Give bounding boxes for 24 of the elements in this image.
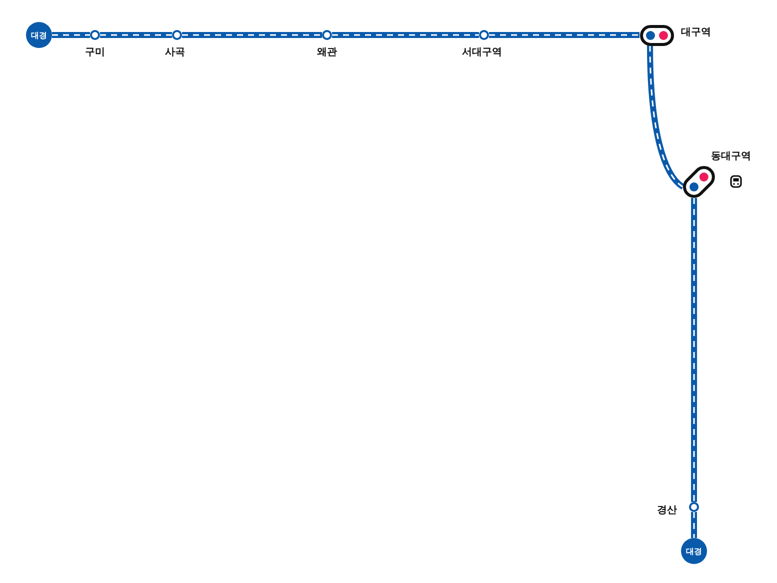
terminus-circle: 대경 xyxy=(26,22,52,48)
station-name: 서대구역 xyxy=(462,47,502,59)
station-name: 대구역 xyxy=(681,27,711,39)
rail-line xyxy=(52,32,90,38)
transfer-station-marker xyxy=(640,24,674,46)
rail-line xyxy=(647,45,685,190)
rail-line xyxy=(332,32,479,38)
rail-line xyxy=(100,32,172,38)
station-name: 왜관 xyxy=(317,47,337,59)
station-name: 경산 xyxy=(657,505,677,517)
station-name: 사곡 xyxy=(165,47,185,59)
station-name: 구미 xyxy=(85,47,105,59)
station-dot xyxy=(172,30,182,40)
station-dot xyxy=(479,30,489,40)
rail-line xyxy=(691,512,697,538)
rail-line xyxy=(691,198,698,502)
rail-line xyxy=(489,32,640,38)
transfer-station-marker xyxy=(683,166,715,198)
station-dot xyxy=(90,30,100,40)
terminus-circle: 대경 xyxy=(681,538,707,564)
station-dot xyxy=(322,30,332,40)
rail-line xyxy=(182,32,322,38)
station-name: 동대구역 xyxy=(711,151,751,163)
station-dot xyxy=(689,502,699,512)
